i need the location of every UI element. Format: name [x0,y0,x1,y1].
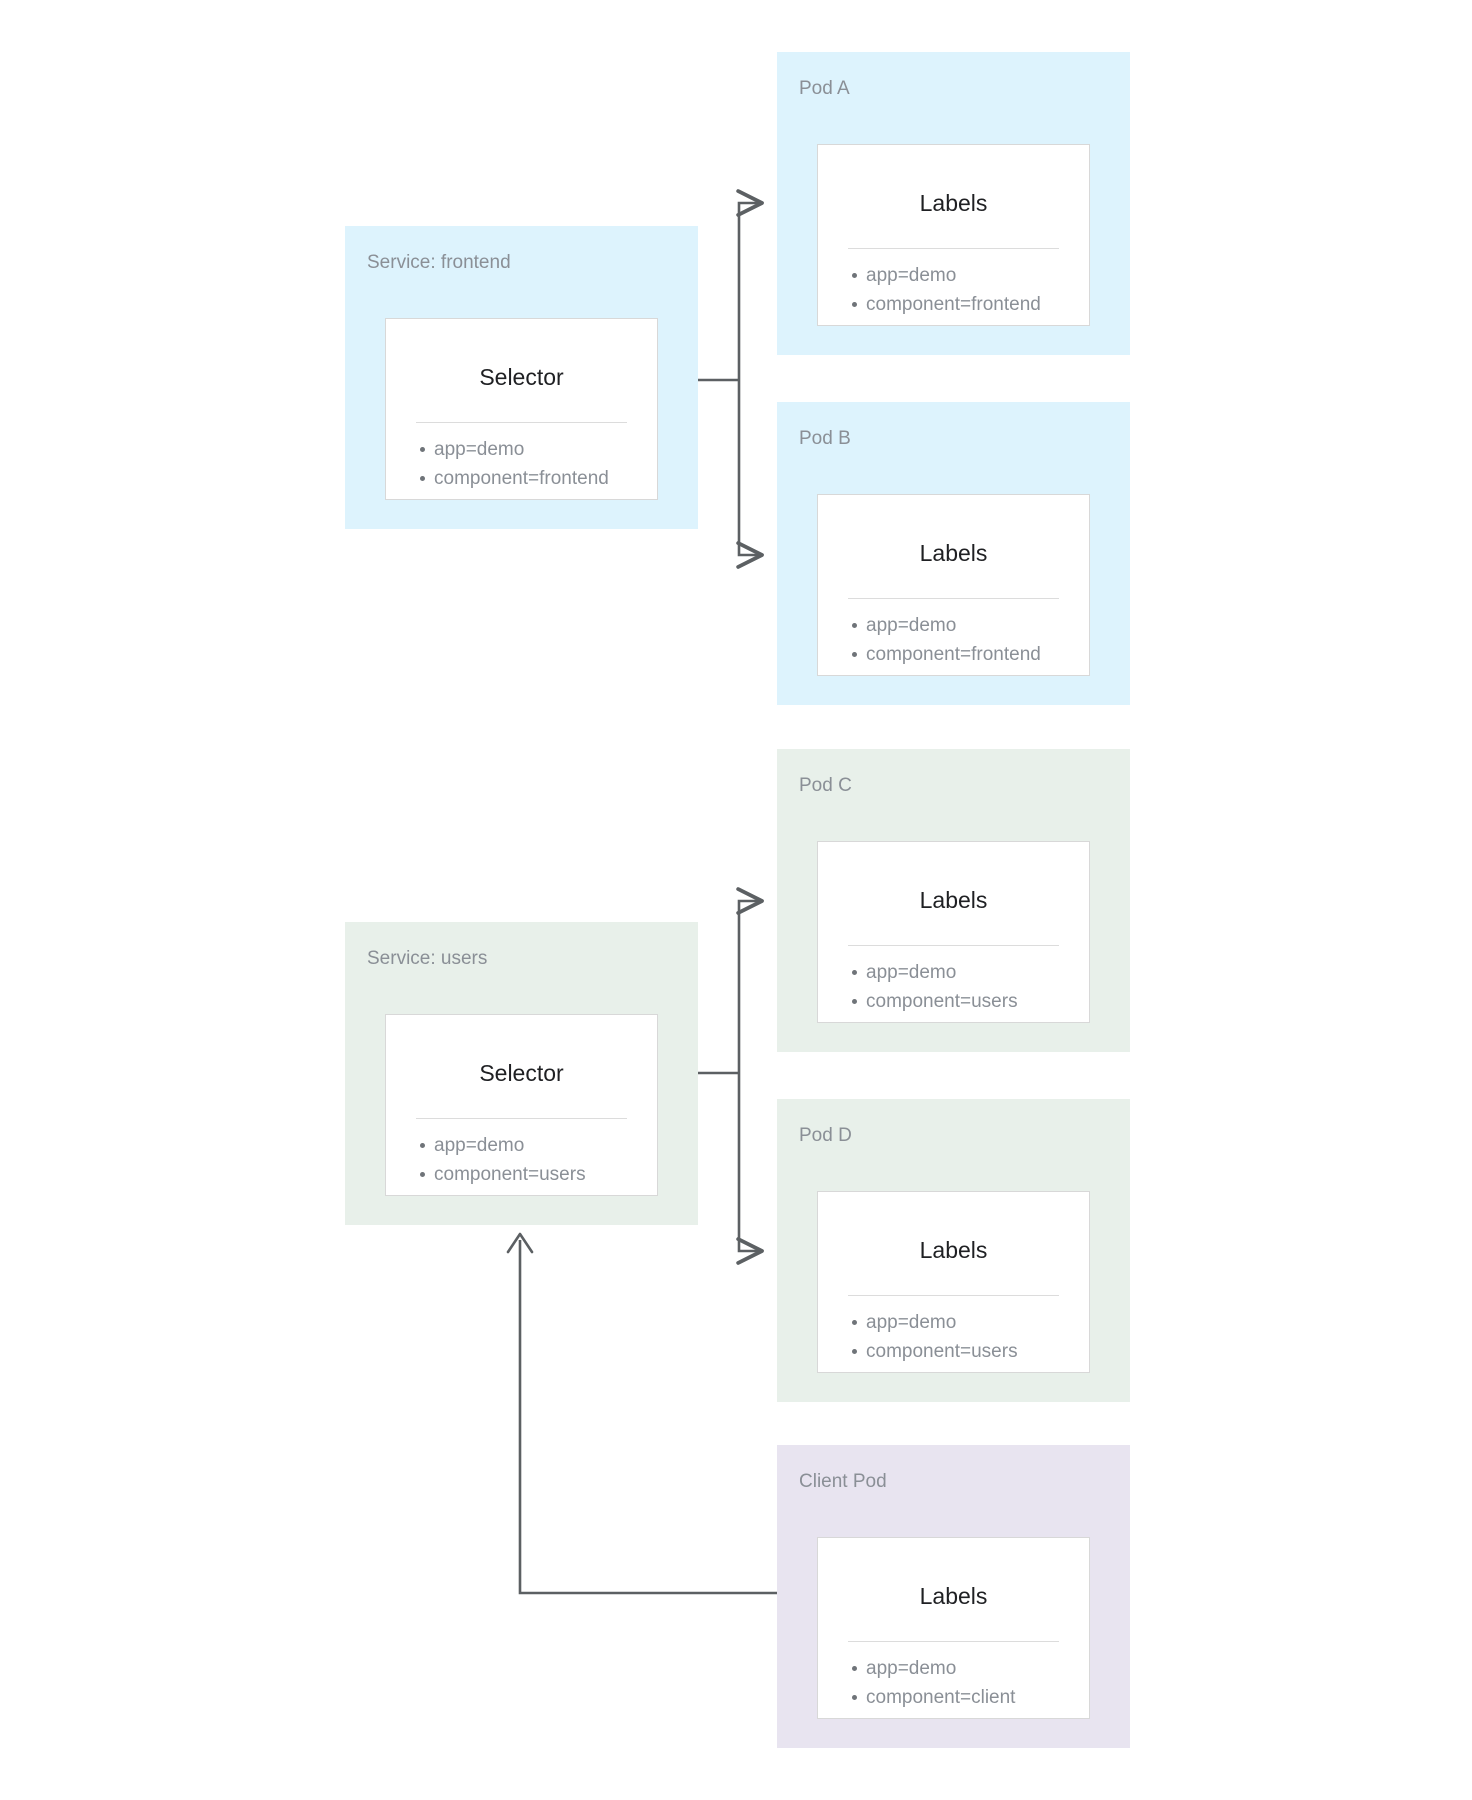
labels-list-pod-d: app=demo component=users [818,1308,1089,1366]
connector-frontend-to-pods [698,189,764,569]
card-divider [848,945,1059,946]
list-item: app=demo [420,435,657,464]
card-labels-pod-d[interactable]: Labels app=demo component=users [817,1191,1090,1373]
card-title-selector-frontend: Selector [479,364,564,390]
group-title-pod-a: Pod A [799,78,850,99]
list-item: component=frontend [852,640,1089,669]
group-pod-a[interactable]: Pod A Labels app=demo component=frontend [777,52,1130,355]
list-item: component=client [852,1683,1089,1712]
card-title-labels-pod-c: Labels [919,887,988,913]
list-item: component=users [852,1337,1089,1366]
card-divider [848,598,1059,599]
card-divider [848,1641,1059,1642]
card-selector-frontend[interactable]: Selector app=demo component=frontend [385,318,658,500]
card-divider [416,422,627,423]
list-item: component=frontend [852,290,1089,319]
list-item: app=demo [852,261,1089,290]
group-service-frontend[interactable]: Service: frontend Selector app=demo comp… [345,226,698,529]
list-item: app=demo [852,1308,1089,1337]
group-pod-d[interactable]: Pod D Labels app=demo component=users [777,1099,1130,1402]
group-service-users[interactable]: Service: users Selector app=demo compone… [345,922,698,1225]
list-item: app=demo [852,611,1089,640]
labels-list-pod-b: app=demo component=frontend [818,611,1089,669]
card-title-labels-pod-a: Labels [919,190,988,216]
group-title-pod-b: Pod B [799,428,851,449]
card-divider [848,248,1059,249]
card-title-selector-users: Selector [479,1060,564,1086]
connector-client-to-users [506,1232,777,1595]
group-client-pod[interactable]: Client Pod Labels app=demo component=cli… [777,1445,1130,1748]
card-title-labels-pod-b: Labels [919,540,988,566]
card-labels-pod-b[interactable]: Labels app=demo component=frontend [817,494,1090,676]
card-divider [848,1295,1059,1296]
labels-list-pod-c: app=demo component=users [818,958,1089,1016]
group-title-service-frontend: Service: frontend [367,252,511,273]
card-selector-users[interactable]: Selector app=demo component=users [385,1014,658,1196]
list-item: component=frontend [420,464,657,493]
list-item: component=users [852,987,1089,1016]
group-pod-b[interactable]: Pod B Labels app=demo component=frontend [777,402,1130,705]
card-title-labels-client-pod: Labels [919,1583,988,1609]
selector-list-frontend: app=demo component=frontend [386,435,657,493]
group-title-pod-d: Pod D [799,1125,852,1146]
group-title-client-pod: Client Pod [799,1471,887,1492]
group-title-pod-c: Pod C [799,775,852,796]
list-item: component=users [420,1160,657,1189]
labels-list-client-pod: app=demo component=client [818,1654,1089,1712]
labels-list-pod-a: app=demo component=frontend [818,261,1089,319]
group-title-service-users: Service: users [367,948,488,969]
card-divider [416,1118,627,1119]
connector-users-to-pods [698,887,764,1265]
card-labels-pod-c[interactable]: Labels app=demo component=users [817,841,1090,1023]
list-item: app=demo [852,958,1089,987]
group-pod-c[interactable]: Pod C Labels app=demo component=users [777,749,1130,1052]
card-labels-pod-a[interactable]: Labels app=demo component=frontend [817,144,1090,326]
list-item: app=demo [852,1654,1089,1683]
card-labels-client-pod[interactable]: Labels app=demo component=client [817,1537,1090,1719]
list-item: app=demo [420,1131,657,1160]
selector-list-users: app=demo component=users [386,1131,657,1189]
card-title-labels-pod-d: Labels [919,1237,988,1263]
